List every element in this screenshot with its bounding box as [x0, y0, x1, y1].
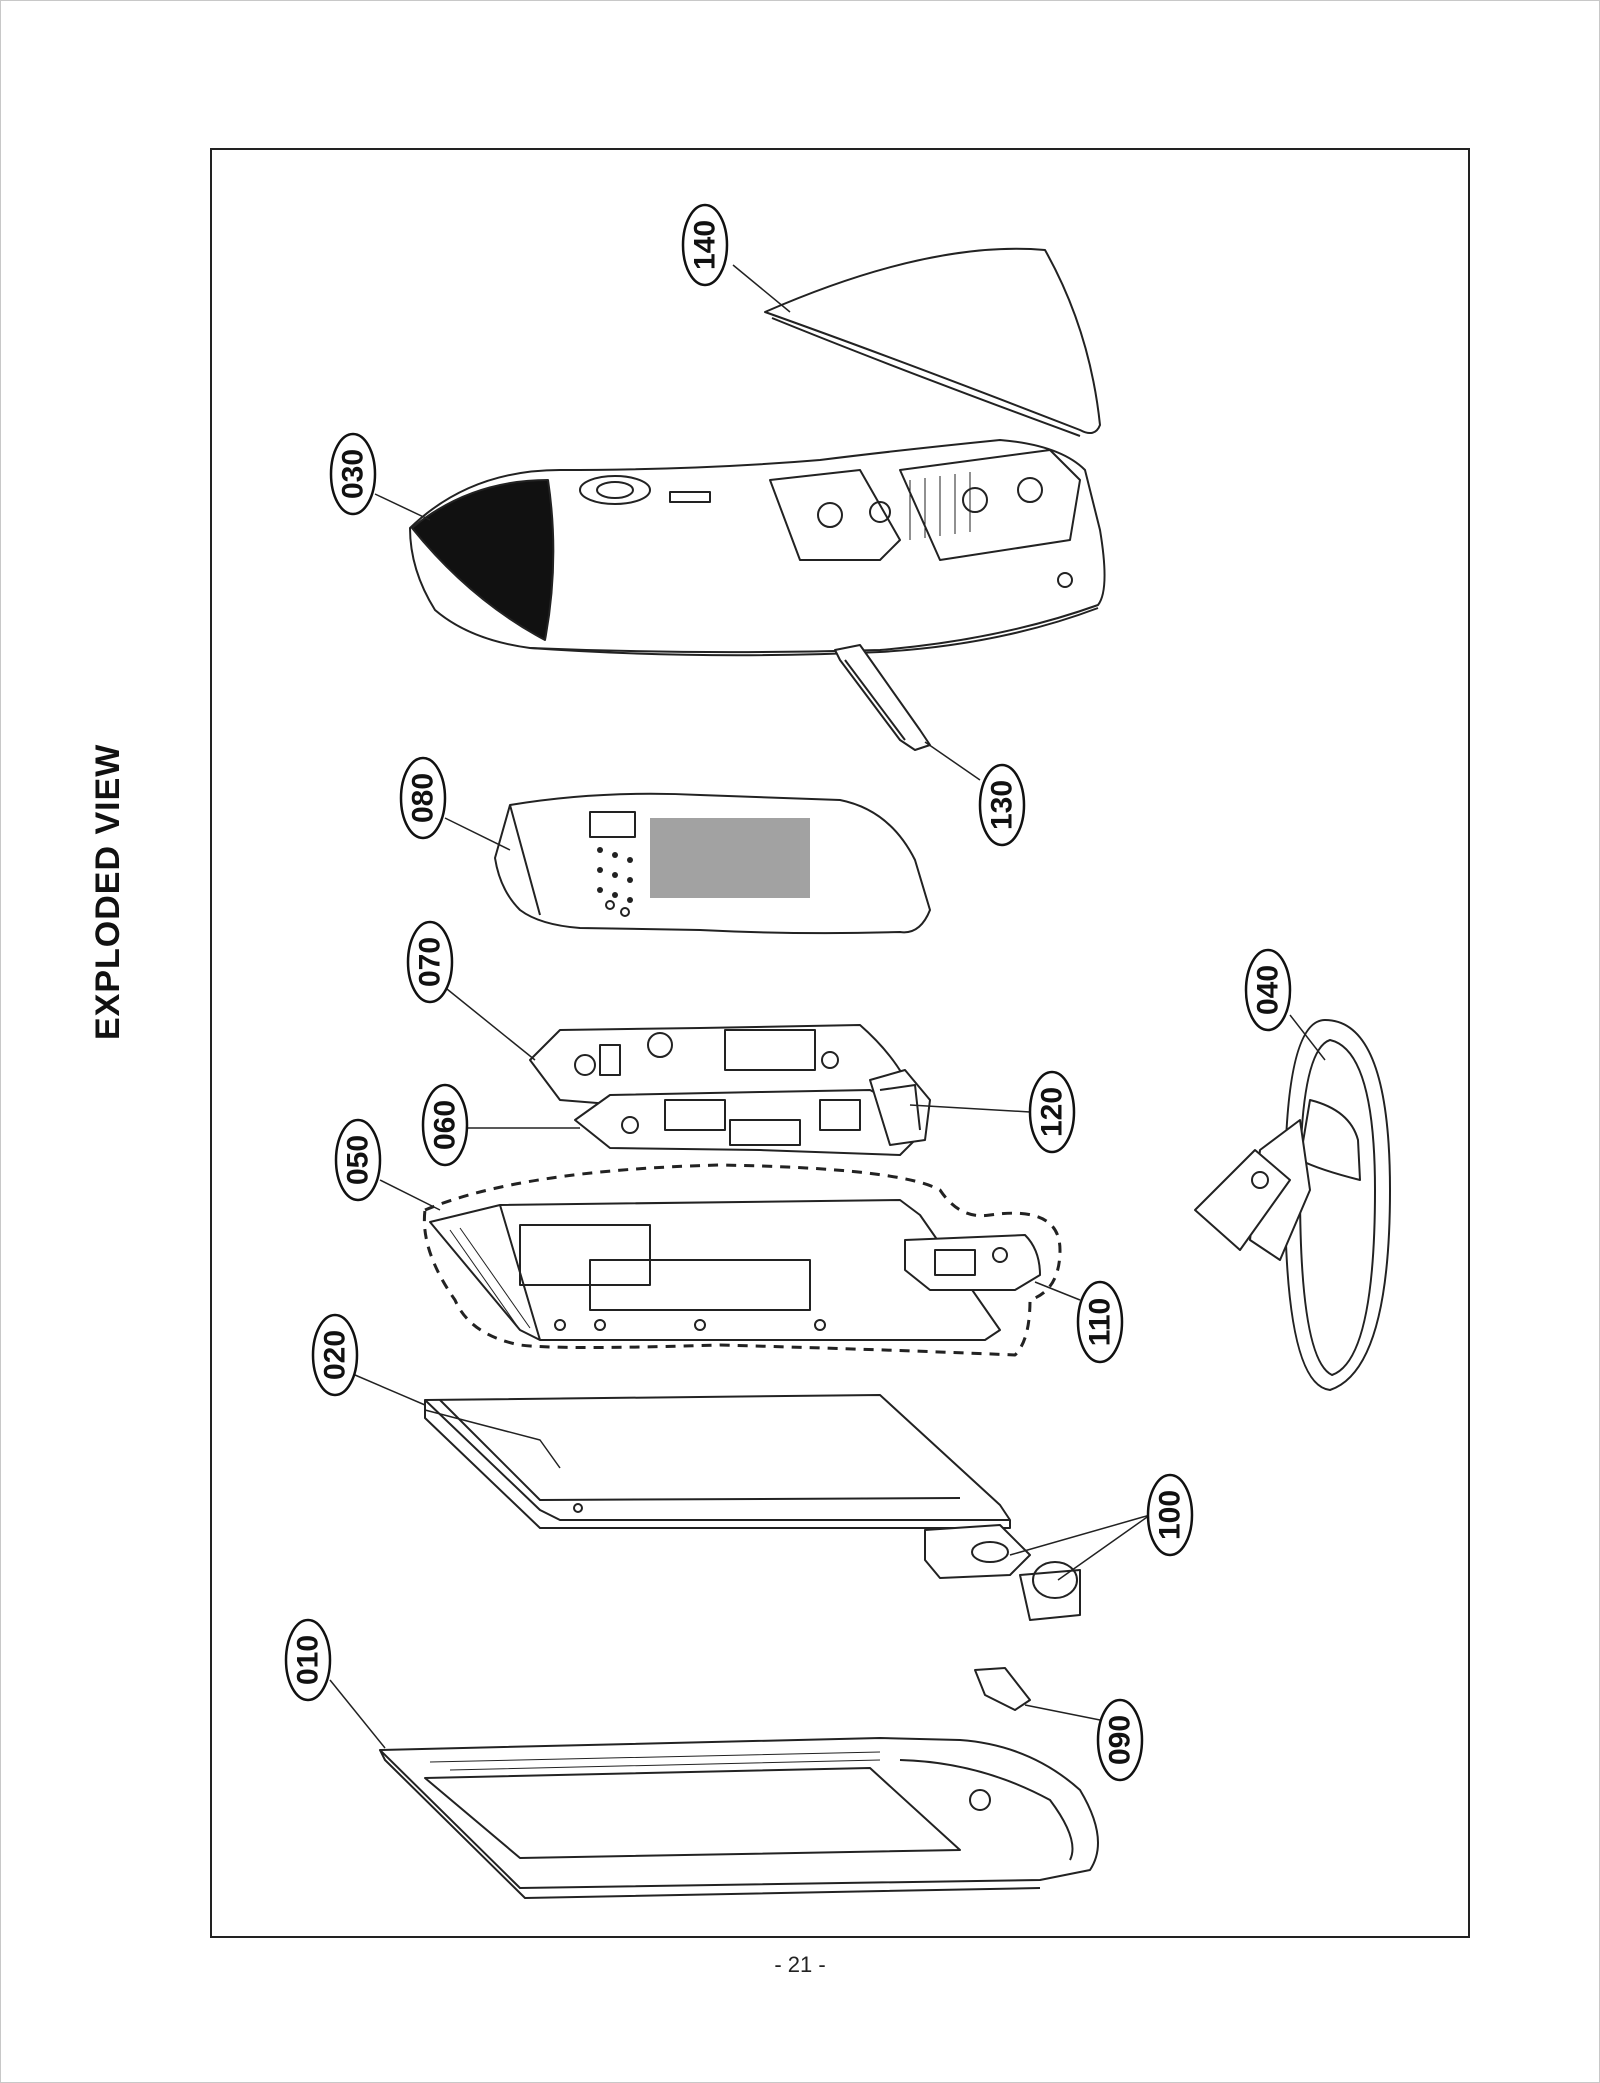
part-030-rear-cover [409, 439, 1106, 657]
part-010-front-bezel [379, 1737, 1099, 1899]
callout-030: 030 [337, 449, 370, 499]
callout-090: 090 [1104, 1715, 1137, 1765]
callout-030-balloon [329, 432, 377, 516]
part-090-button [974, 1667, 1031, 1711]
page-number: - 21 - [774, 1952, 826, 1977]
part-060-signal-board [574, 1089, 916, 1156]
callout-080-balloon [399, 756, 447, 840]
callout-140-balloon [681, 203, 729, 287]
part-020-lcd-panel [424, 1394, 1011, 1529]
leader-110 [1034, 1281, 1081, 1301]
leader-140 [732, 264, 791, 313]
leader-130 [924, 741, 981, 781]
leader-020 [354, 1374, 426, 1406]
callout-020-balloon [311, 1313, 359, 1397]
callout-070-balloon [406, 920, 454, 1004]
callout-110-balloon [1076, 1280, 1124, 1364]
part-100-speaker-upper [924, 1524, 1031, 1579]
callout-050: 050 [342, 1135, 375, 1185]
part-040-stand [1194, 1019, 1391, 1391]
leader-100 [1009, 1514, 1151, 1581]
part-120-connector [869, 1069, 931, 1146]
part-050-chassis-frame [429, 1199, 1001, 1341]
callout-060-balloon [421, 1083, 469, 1167]
callout-130-balloon [978, 763, 1026, 847]
callout-010-balloon [284, 1618, 332, 1702]
leader-090 [1024, 1704, 1101, 1721]
part-100-speaker-lower [1019, 1561, 1081, 1621]
part-140-back-cover [764, 247, 1101, 437]
part-130-bracket [834, 644, 931, 751]
callout-080: 080 [407, 773, 440, 823]
callout-070: 070 [414, 937, 447, 987]
callout-090-balloon [1096, 1698, 1144, 1782]
leader-030 [374, 493, 431, 521]
callout-040-balloon [1244, 948, 1292, 1032]
leader-120 [909, 1104, 1031, 1113]
callout-020: 020 [319, 1330, 352, 1380]
callout-100-balloon [1146, 1473, 1194, 1557]
callout-100: 100 [1154, 1490, 1187, 1540]
callout-130: 130 [986, 780, 1019, 830]
leader-050 [379, 1179, 441, 1211]
diagram-frame [210, 148, 1470, 1938]
callout-050-balloon [334, 1118, 382, 1202]
part-080-shield-case [494, 792, 931, 935]
callout-040: 040 [1252, 965, 1285, 1015]
callout-060: 060 [429, 1100, 462, 1150]
callout-010: 010 [292, 1635, 325, 1685]
part-110-small-board [904, 1234, 1041, 1291]
callout-120-balloon [1028, 1070, 1076, 1154]
leader-010 [329, 1679, 386, 1749]
leader-040 [1289, 1014, 1326, 1061]
leader-070 [441, 984, 536, 1061]
callout-140: 140 [689, 220, 722, 270]
leader-080 [444, 817, 511, 851]
callout-110: 110 [1084, 1298, 1117, 1346]
callout-120: 120 [1036, 1087, 1069, 1137]
